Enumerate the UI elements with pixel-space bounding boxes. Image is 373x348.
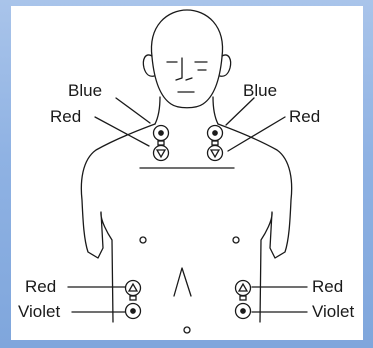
abdomen-mark — [174, 268, 191, 296]
head-outline — [151, 10, 222, 108]
right-nipple — [233, 237, 239, 243]
electrode-upper-right — [208, 126, 223, 161]
electrode-upper-left — [154, 126, 169, 161]
leader-upper-right-red — [228, 117, 285, 151]
leader-upper-left-red — [95, 117, 149, 146]
nose — [176, 58, 192, 80]
label-upper-left-blue: Blue — [68, 81, 102, 100]
electrode-lower-left — [126, 281, 141, 319]
label-upper-right-blue: Blue — [243, 81, 277, 100]
neck-left — [155, 97, 160, 124]
navel — [184, 327, 190, 333]
label-upper-right-red: Red — [289, 107, 320, 126]
electrode-lower-right — [236, 281, 251, 319]
label-lower-right-red: Red — [312, 277, 343, 296]
neck-right — [213, 97, 218, 124]
label-upper-left-red: Red — [50, 107, 81, 126]
left-nipple — [140, 237, 146, 243]
label-lower-left-violet: Violet — [18, 302, 60, 321]
leader-upper-left-blue — [116, 98, 150, 123]
torso-outline — [81, 124, 291, 322]
label-lower-left-red: Red — [25, 277, 56, 296]
label-lower-right-violet: Violet — [312, 302, 354, 321]
leader-upper-right-blue — [226, 98, 254, 125]
right-eye — [195, 62, 207, 70]
